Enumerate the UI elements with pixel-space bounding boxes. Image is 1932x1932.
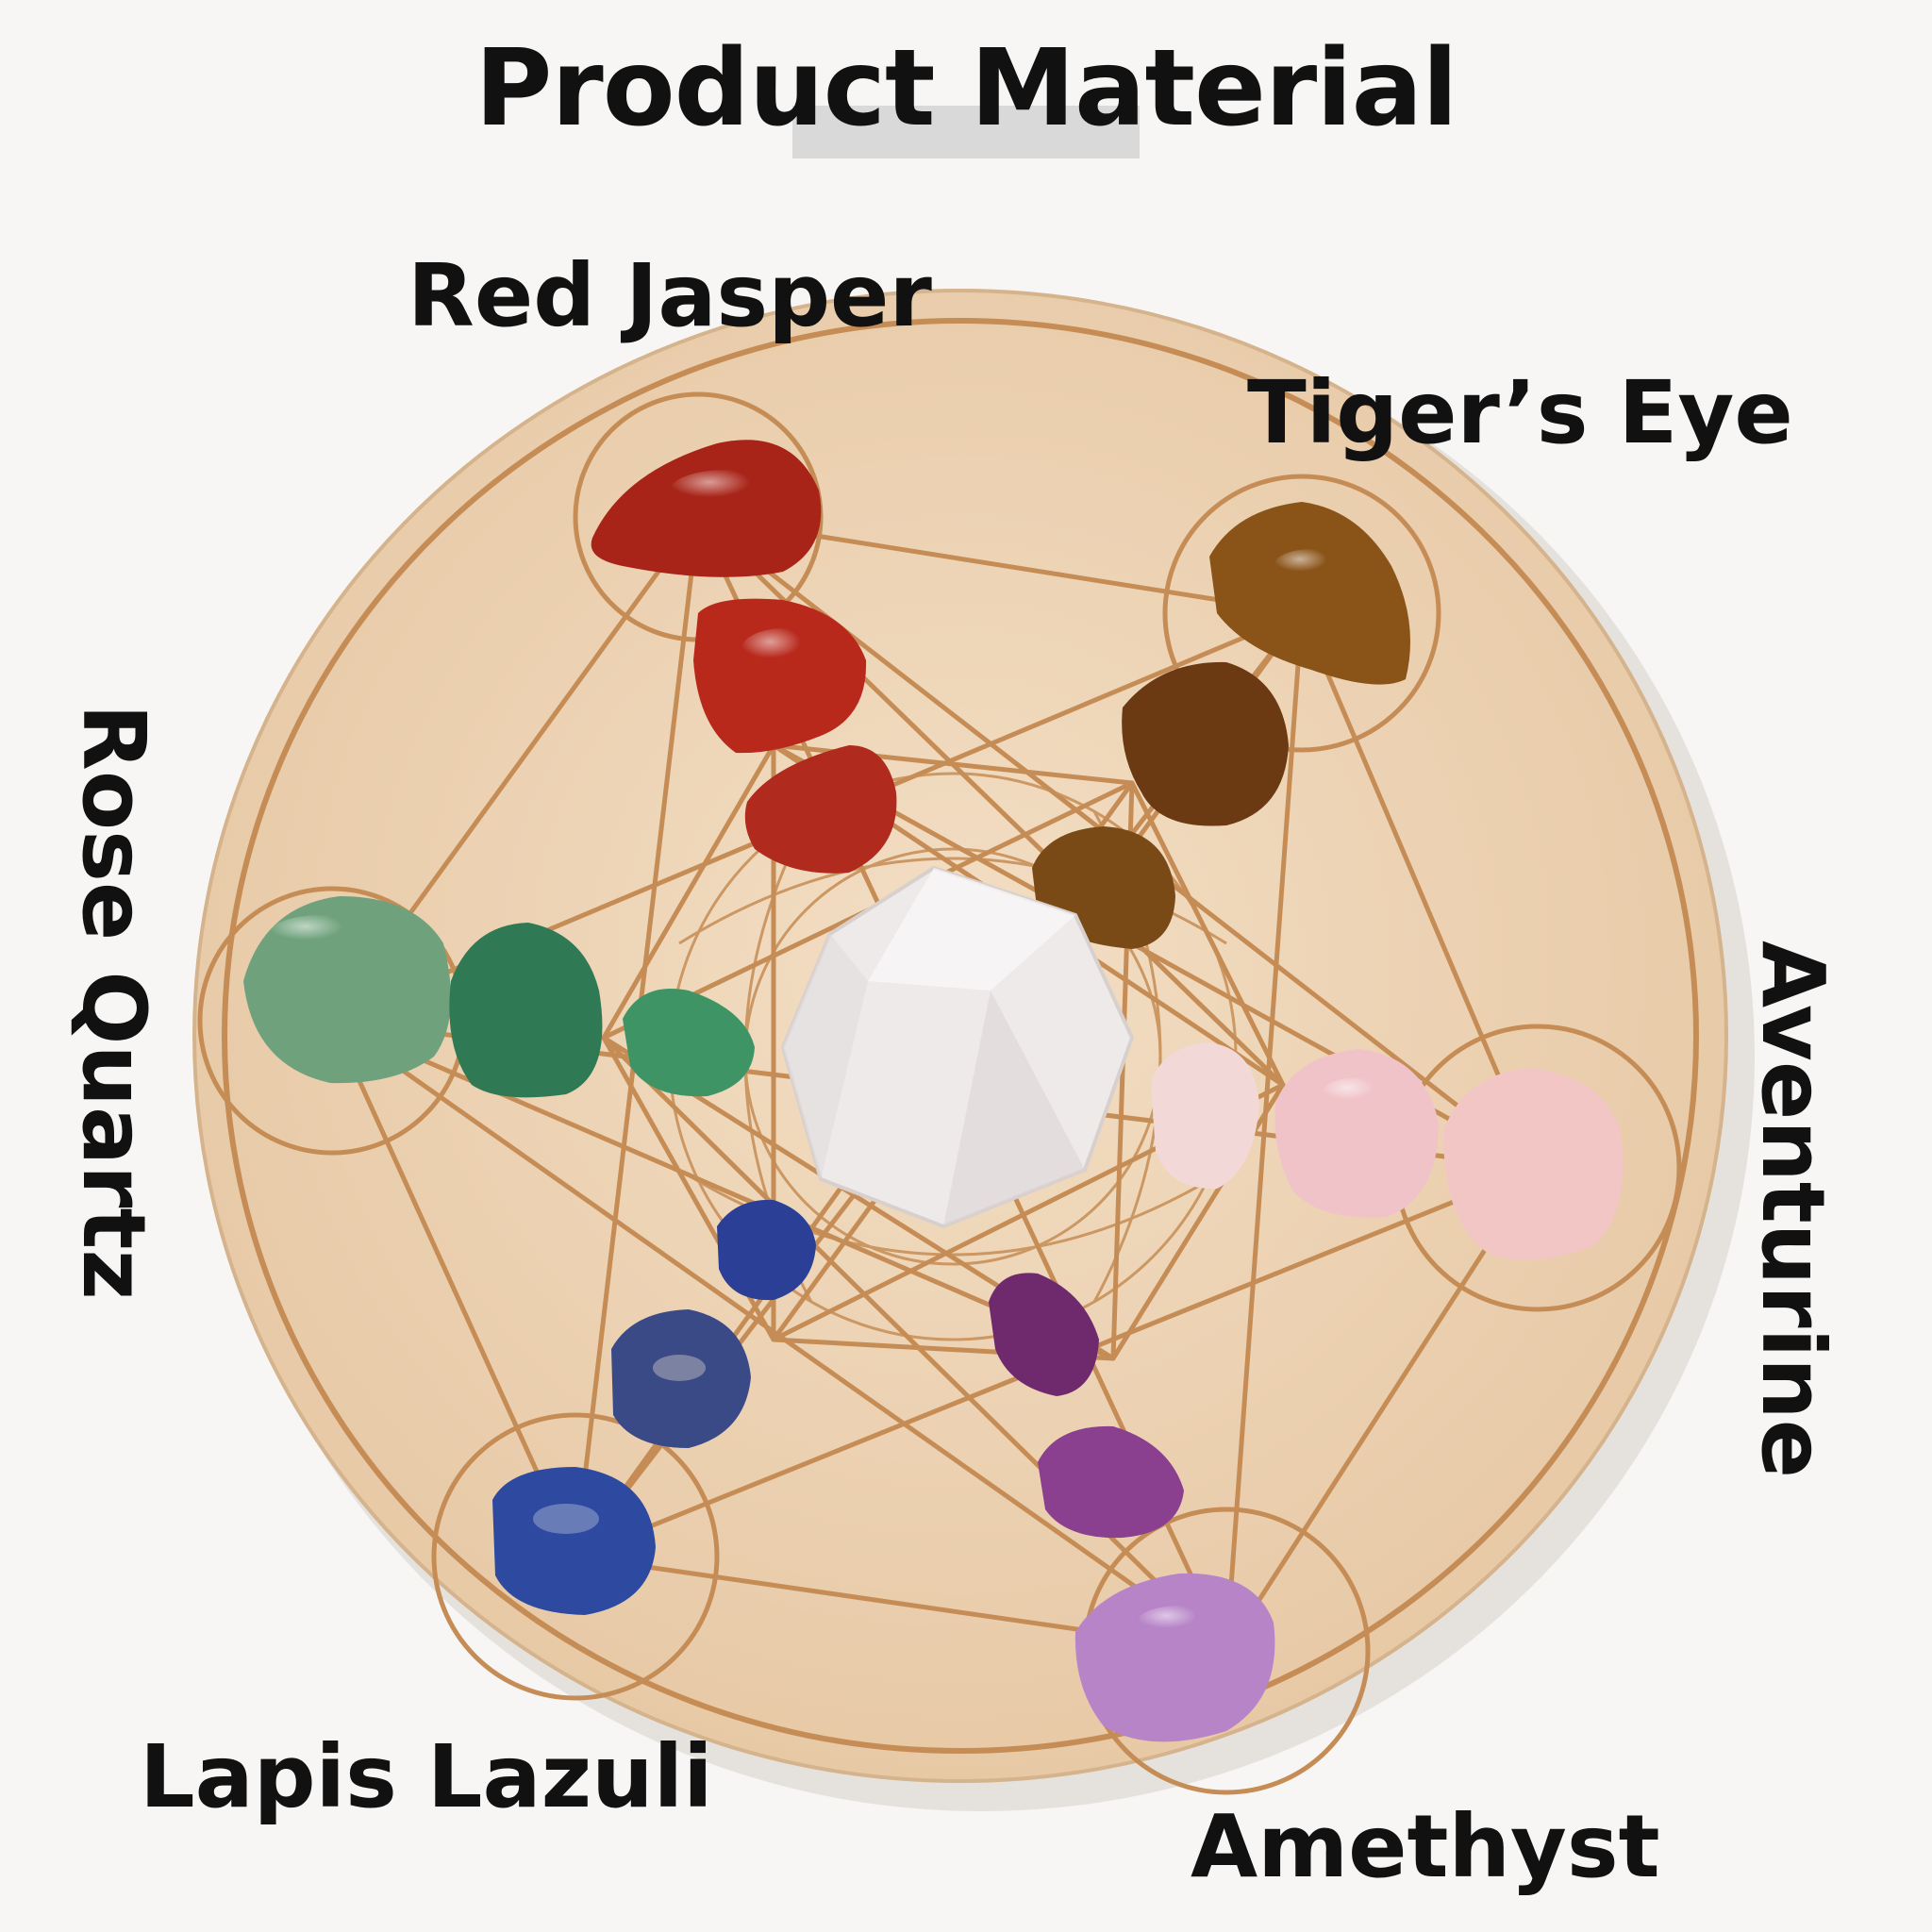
label-lapis-lazuli: Lapis Lazuli — [140, 1726, 713, 1827]
label-tigers-eye: Tiger’s Eye — [1247, 362, 1793, 463]
aventurine-stone — [623, 989, 755, 1097]
rose-quartz-stone — [1274, 1049, 1439, 1218]
rose-quartz-stone — [1443, 1068, 1624, 1260]
aventurine-stones — [243, 896, 755, 1098]
engraving-circle-top-right — [1162, 474, 1441, 753]
red-jasper-stone — [693, 598, 867, 754]
lapis-lazuli-stones — [492, 1199, 816, 1615]
clear-quartz-point — [780, 865, 1135, 1229]
engraving-spoke — [331, 1018, 1114, 1361]
board-engraved-ring — [222, 318, 1699, 1754]
amethyst-stone — [1074, 1573, 1275, 1742]
red-jasper-stone — [744, 745, 897, 874]
aventurine-stone — [449, 923, 603, 1098]
label-aventurine: Aventurine — [1742, 940, 1843, 1479]
title-underline-bar — [792, 106, 1140, 158]
red-jasper-stones — [591, 440, 897, 874]
tigers-eye-stones — [1032, 502, 1410, 949]
tigers-eye-stone — [1122, 661, 1289, 826]
lapis-lazuli-stone — [492, 1467, 656, 1615]
tigers-eye-stone — [1209, 502, 1410, 685]
amethyst-stones — [989, 1273, 1275, 1742]
rose-quartz-stone — [1151, 1042, 1259, 1190]
amethyst-stone — [1038, 1425, 1184, 1539]
label-rose-quartz: Rose Quartz — [63, 704, 164, 1300]
rose-quartz-stones — [1151, 1042, 1624, 1260]
amethyst-stone — [989, 1273, 1099, 1396]
label-amethyst: Amethyst — [1191, 1796, 1660, 1897]
engraving-circle-bottom-left — [431, 1412, 720, 1701]
page-title: Product Material — [475, 27, 1457, 150]
engraving-spoke — [602, 1036, 1228, 1653]
lapis-lazuli-stone — [717, 1199, 816, 1301]
label-red-jasper: Red Jasper — [408, 245, 932, 346]
